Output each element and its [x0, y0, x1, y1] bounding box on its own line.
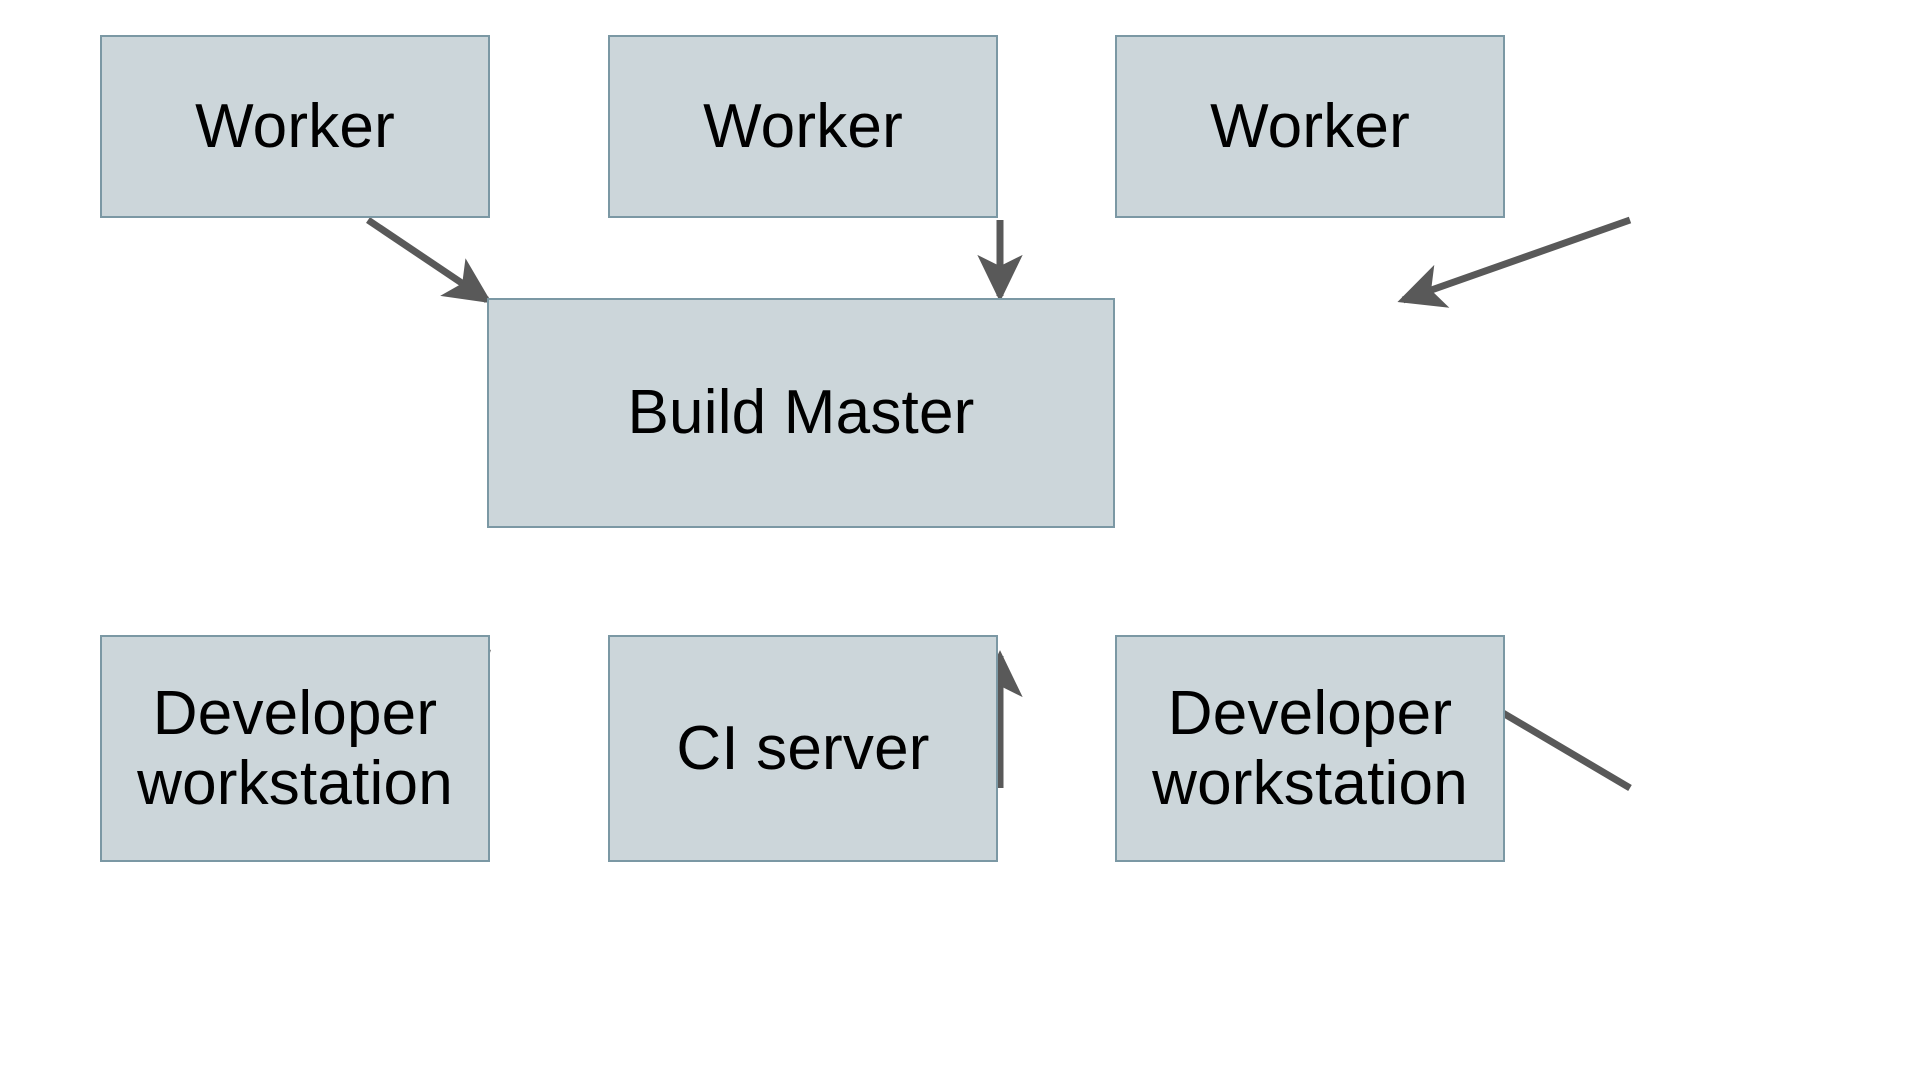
node-ci-server-label: CI server [676, 713, 930, 783]
node-worker-1-label: Worker [195, 91, 395, 161]
node-worker-2-label: Worker [703, 91, 903, 161]
node-build-master-label: Build Master [627, 378, 975, 448]
node-developer-workstation-1[interactable]: Developer workstation [100, 635, 490, 862]
node-developer-workstation-1-label: Developer workstation [137, 679, 453, 818]
node-worker-1[interactable]: Worker [100, 35, 490, 218]
node-developer-workstation-2[interactable]: Developer workstation [1115, 635, 1505, 862]
node-build-master[interactable]: Build Master [487, 298, 1115, 528]
node-worker-3[interactable]: Worker [1115, 35, 1505, 218]
node-developer-workstation-2-label: Developer workstation [1152, 679, 1468, 818]
node-worker-2[interactable]: Worker [608, 35, 998, 218]
edge-worker-1-to-build-master [366, 217, 492, 304]
node-ci-server[interactable]: CI server [608, 635, 998, 862]
edge-worker-3-to-build-master [1397, 216, 1632, 308]
node-worker-3-label: Worker [1210, 91, 1410, 161]
